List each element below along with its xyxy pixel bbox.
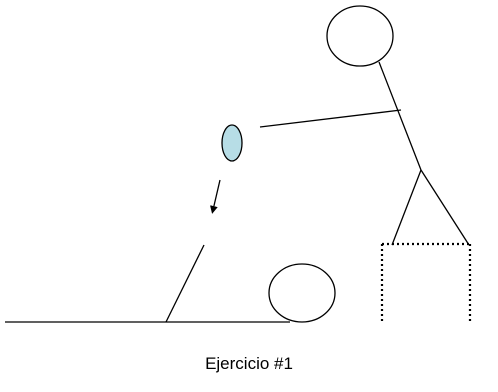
figure-left-leg: [391, 169, 422, 246]
figure-arm: [259, 109, 402, 128]
exercise-diagram: [5, 5, 472, 324]
lying-figure-leg: [165, 244, 205, 323]
figure-right-leg: [420, 169, 470, 246]
dotted-box: [380, 242, 472, 324]
stick-figure-icon: [259, 5, 470, 246]
figure-neck-torso: [378, 61, 422, 171]
lying-figure: [5, 244, 336, 323]
ball-icon: [221, 124, 243, 162]
lying-figure-head: [268, 263, 336, 323]
diagram-caption: Ejercicio #1: [205, 354, 293, 373]
figure-head: [326, 5, 394, 67]
arrow-down-icon: [210, 179, 221, 214]
